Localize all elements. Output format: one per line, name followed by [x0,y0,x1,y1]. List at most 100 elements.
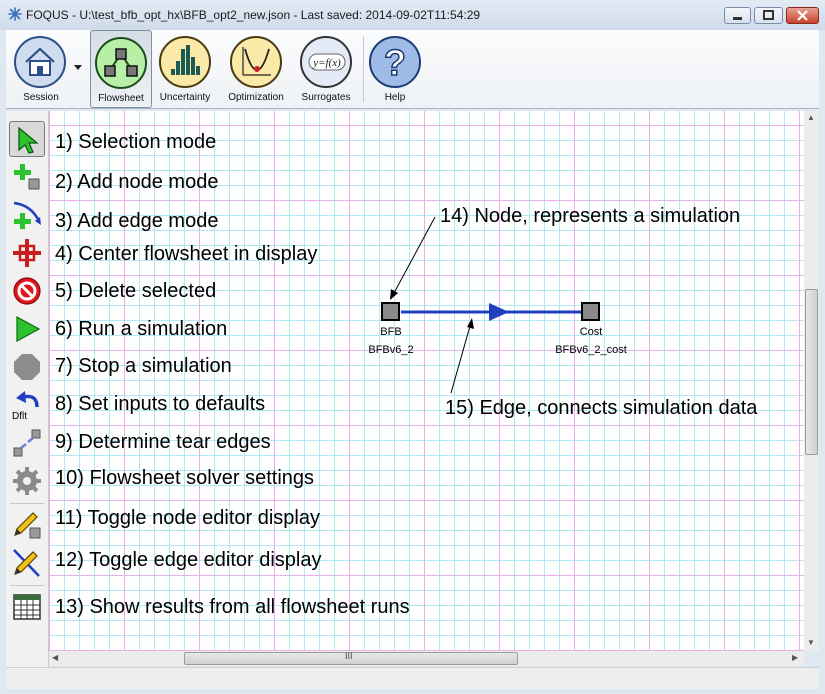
maximize-icon [763,10,774,20]
scroll-right-icon[interactable]: ▶ [792,653,799,662]
annotation-edge-editor: 12) Toggle edge editor display [55,549,322,571]
toggle-node-editor-button[interactable] [9,507,45,543]
stop-octagon-icon [14,354,40,380]
annotation-tear-edges: 9) Determine tear edges [55,431,271,453]
home-icon [14,36,66,88]
horizontal-scrollbar[interactable]: ◀ III ▶ [49,651,804,666]
flowsheet-button[interactable]: Flowsheet [90,30,152,108]
node-cost-name: Cost [579,326,603,338]
maximize-button[interactable] [754,7,783,24]
annotation-delete-selected: 5) Delete selected [55,280,217,302]
horizontal-scroll-thumb[interactable]: III [184,651,518,665]
optimization-button[interactable]: Optimization [222,30,290,108]
foqus-logo-icon [8,7,22,21]
node-callout-arrowhead [390,289,398,300]
scroll-grip: III [345,651,353,661]
node-bfb-model: BFBv6_2 [368,344,414,356]
stop-simulation-button [9,349,45,385]
add-edge-icon [13,201,41,229]
minimize-button[interactable] [724,7,751,24]
play-icon [16,315,41,343]
center-flowsheet-button[interactable] [9,235,45,271]
set-defaults-button[interactable]: Dflt [9,387,45,423]
undo-arrow-icon: Dflt [12,391,39,421]
pencil-edge-icon [13,549,40,577]
svg-text:?: ? [384,42,406,83]
solver-settings-button[interactable] [9,463,45,499]
table-grid-icon [13,594,41,620]
optimization-curve-icon [230,36,282,88]
help-button[interactable]: ? Help [366,30,424,108]
node-bfb-name: BFB [380,326,402,338]
vertical-scrollbar[interactable]: ▲ ▼ [804,111,819,651]
title-bar: FOQUS - U:\test_bfb_opt_hx\BFB_opt2_new.… [0,0,825,30]
session-button[interactable]: Session [6,30,86,108]
annotation-set-defaults: 8) Set inputs to defaults [55,393,266,415]
annotation-center-flowsheet: 4) Center flowsheet in display [55,243,318,265]
show-results-button[interactable] [9,589,45,625]
pencil-node-icon [14,512,41,539]
status-bar [6,667,819,689]
toolbar-separator [10,503,44,504]
flowsheet-graph [390,216,581,394]
annotation-node-editor: 11) Toggle node editor display [55,507,320,529]
surrogate-formula-text: y=f(x) [312,57,341,69]
annotation-run-simulation: 6) Run a simulation [55,318,228,340]
scroll-left-icon[interactable]: ◀ [52,653,59,662]
selection-mode-button[interactable] [9,121,45,157]
histogram-icon [159,36,211,88]
tear-edge-icon [13,429,41,457]
ribbon-toolbar: Session Flowsheet Uncertainty [6,30,819,109]
dflt-label: Dflt [12,411,27,421]
ribbon-separator [363,36,364,102]
edge-callout-arrowhead [467,318,474,329]
minimize-icon [733,17,742,20]
scroll-down-icon[interactable]: ▼ [807,638,815,647]
close-icon [797,10,808,21]
annotation-selection-mode: 1) Selection mode [55,131,217,153]
flowsheet-icon [95,37,147,89]
optimization-label: Optimization [228,92,284,103]
toolbar-separator [10,585,44,586]
annotation-show-results: 13) Show results from all flowsheet runs [55,596,410,618]
gear-icon [13,467,41,495]
flowsheet-toolbar: Dflt [6,111,49,667]
tear-edges-button[interactable] [9,425,45,461]
add-node-icon [14,164,40,190]
close-button[interactable] [786,7,819,24]
flowsheet-label: Flowsheet [98,93,144,104]
window-title: FOQUS - U:\test_bfb_opt_hx\BFB_opt2_new.… [26,8,481,22]
edge-callout-line [450,325,471,394]
session-label: Session [23,92,59,103]
add-edge-button[interactable] [9,197,45,233]
toggle-edge-editor-button[interactable] [9,545,45,581]
annotation-stop-simulation: 7) Stop a simulation [55,355,232,377]
annotation-node-callout: 14) Node, represents a simulation [440,205,741,227]
annotation-add-node: 2) Add node mode [55,171,219,193]
annotation-edge-callout: 15) Edge, connects simulation data [445,397,758,419]
annotation-solver-settings: 10) Flowsheet solver settings [55,467,315,489]
cursor-arrow-icon [18,126,39,154]
add-node-button[interactable] [9,159,45,195]
node-bfb[interactable] [381,302,400,321]
no-entry-icon [13,277,41,305]
surrogates-button[interactable]: y=f(x) Surrogates [294,30,358,108]
edge-direction-arrow [489,303,509,321]
help-label: Help [384,92,406,103]
node-cost[interactable] [581,302,600,321]
flowsheet-canvas[interactable]: 1) Selection mode 2) Add node mode 3) Ad… [49,111,804,651]
delete-selected-button[interactable] [9,273,45,309]
vertical-scroll-thumb[interactable] [805,289,818,455]
crosshair-icon [13,239,41,267]
uncertainty-label: Uncertainty [159,92,211,103]
scroll-up-icon[interactable]: ▲ [807,113,815,122]
surrogate-icon: y=f(x) [300,36,352,88]
surrogates-label: Surrogates [301,92,351,103]
node-callout-line [393,216,436,294]
annotation-add-edge: 3) Add edge mode [55,210,219,232]
run-simulation-button[interactable] [9,311,45,347]
help-icon: ? [369,36,421,88]
uncertainty-button[interactable]: Uncertainty [154,30,216,108]
chevron-down-icon[interactable] [74,65,82,70]
node-cost-model: BFBv6_2_cost [555,344,627,356]
